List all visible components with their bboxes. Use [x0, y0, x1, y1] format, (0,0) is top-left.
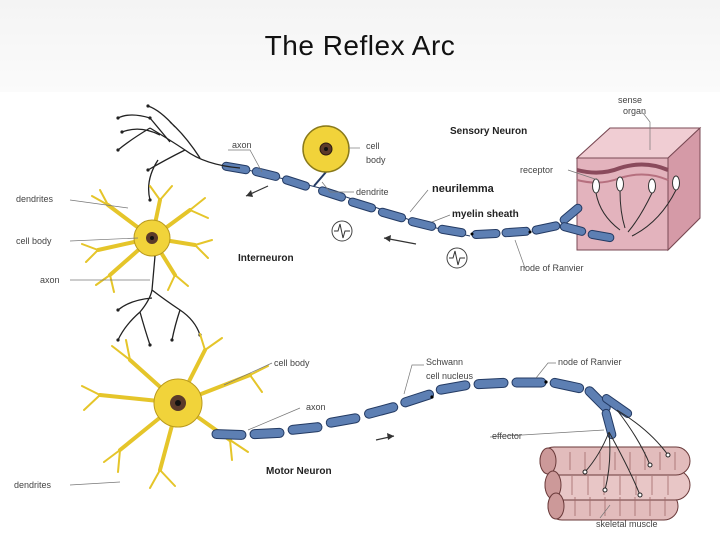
label-dendrites-bottom: dendrites — [14, 480, 52, 490]
label-cell-body-top-1: cell — [366, 141, 380, 151]
label-sense-organ-2: organ — [623, 106, 646, 116]
skeletal-muscle — [539, 409, 691, 521]
label-axon-top: axon — [232, 140, 252, 150]
label-dendrites-left: dendrites — [16, 194, 54, 204]
interneuron-cell — [81, 185, 213, 293]
label-interneuron: Interneuron — [238, 253, 294, 264]
label-myelin-sheath: myelin sheath — [452, 209, 519, 220]
label-cell-body-motor: cell body — [274, 358, 310, 368]
sensory-cell-body — [302, 125, 350, 187]
interneuron-axon — [116, 255, 202, 347]
impulse-icon — [331, 220, 353, 242]
label-skeletal-muscle: skeletal muscle — [596, 519, 658, 529]
interneuron-top-dendrites — [116, 104, 241, 202]
leader-lines — [69, 112, 651, 519]
motor-neuron-cell — [81, 333, 269, 489]
label-schwann-2: cell nucleus — [426, 371, 474, 381]
label-schwann-1: Schwann — [426, 357, 463, 367]
label-motor-neuron: Motor Neuron — [266, 466, 332, 477]
label-effector: effector — [492, 431, 522, 441]
impulse-icon — [446, 247, 468, 269]
slide-title: The Reflex Arc — [264, 30, 456, 61]
sensory-neuron-axon — [221, 161, 615, 243]
header-band — [0, 0, 720, 92]
label-node-of-ranvier-bottom: node of Ranvier — [558, 357, 622, 367]
label-sensory-neuron: Sensory Neuron — [450, 126, 527, 137]
label-sense-organ-1: sense — [618, 95, 642, 105]
motor-neuron-axon — [211, 377, 633, 440]
label-neurilemma: neurilemma — [432, 183, 495, 195]
label-axon-left: axon — [40, 275, 60, 285]
label-receptor: receptor — [520, 165, 553, 175]
label-cell-body-top-2: body — [366, 155, 386, 165]
direction-arrows — [245, 185, 417, 441]
label-dendrite: dendrite — [356, 187, 389, 197]
label-node-of-ranvier-top: node of Ranvier — [520, 263, 584, 273]
label-cell-body-left: cell body — [16, 236, 52, 246]
label-axon-motor: axon — [306, 402, 326, 412]
